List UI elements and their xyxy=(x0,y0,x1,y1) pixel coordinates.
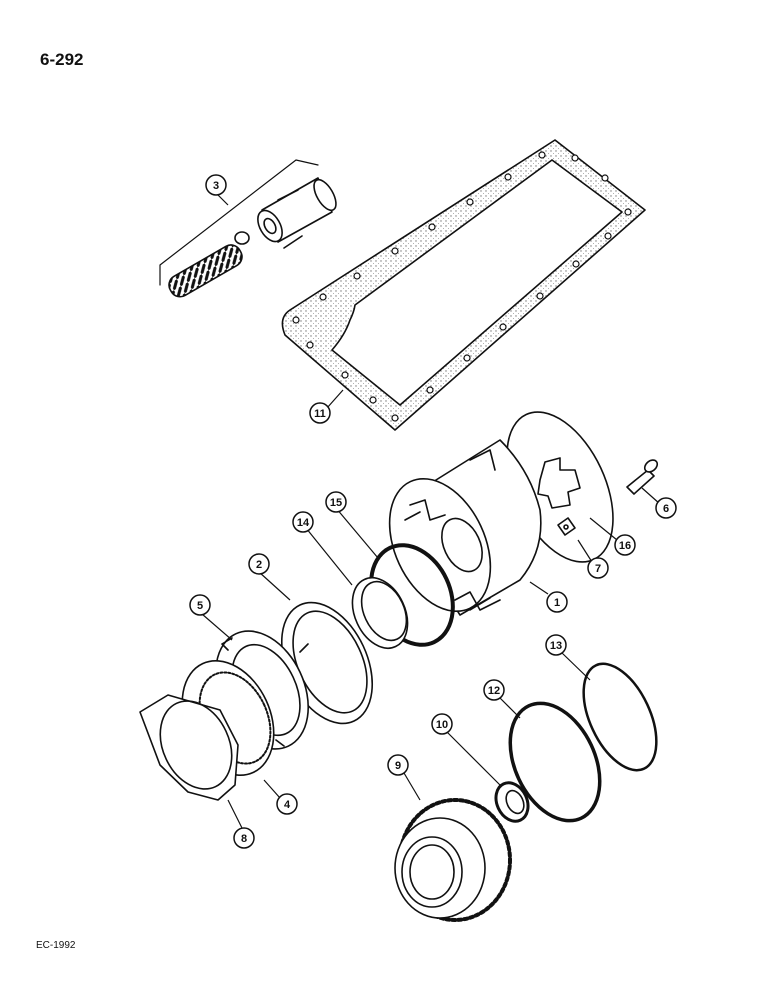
lock-plate xyxy=(557,517,576,536)
callout-10: 10 xyxy=(431,713,453,735)
bearing-bushing xyxy=(494,781,530,823)
svg-text:3: 3 xyxy=(213,180,219,192)
svg-text:12: 12 xyxy=(488,685,500,697)
svg-text:6: 6 xyxy=(663,503,669,515)
callout-11: 11 xyxy=(309,402,331,424)
callout-12: 12 xyxy=(483,679,505,701)
svg-text:13: 13 xyxy=(550,640,562,652)
relief-valve-assembly xyxy=(159,159,337,298)
svg-text:5: 5 xyxy=(197,600,203,612)
svg-text:11: 11 xyxy=(314,408,326,420)
callout-15: 15 xyxy=(325,491,347,513)
svg-text:16: 16 xyxy=(619,540,631,552)
callout-4: 4 xyxy=(276,793,298,815)
svg-text:10: 10 xyxy=(436,719,448,731)
spring xyxy=(168,244,243,298)
pressure-plate xyxy=(139,694,239,801)
svg-text:7: 7 xyxy=(595,563,601,575)
o-ring xyxy=(234,231,250,245)
bolt xyxy=(626,459,659,495)
seal-ring-12 xyxy=(508,701,602,823)
callout-8: 8 xyxy=(233,827,255,849)
callout-3: 3 xyxy=(205,174,227,196)
page-number: 6-292 xyxy=(40,50,84,69)
bracket-line xyxy=(159,159,319,286)
svg-text:9: 9 xyxy=(395,760,401,772)
svg-text:1: 1 xyxy=(554,597,560,609)
callout-2: 2 xyxy=(248,553,270,575)
footer-code: EC-1992 xyxy=(36,940,76,951)
seal-ring-13 xyxy=(582,662,658,772)
callout-1: 1 xyxy=(546,591,568,613)
callout-7: 7 xyxy=(587,557,609,579)
clutch-housing xyxy=(388,439,542,616)
callout-13: 13 xyxy=(545,634,567,656)
svg-text:2: 2 xyxy=(256,559,262,571)
svg-text:14: 14 xyxy=(297,517,310,529)
svg-text:15: 15 xyxy=(330,497,342,509)
callout-6: 6 xyxy=(655,497,677,519)
callouts: 3 11 15 14 2 5 1 7 xyxy=(189,174,677,849)
callout-14: 14 xyxy=(292,511,314,533)
valve-body xyxy=(257,177,337,249)
leader-lines xyxy=(201,194,661,831)
callout-5: 5 xyxy=(189,594,211,616)
gear xyxy=(394,798,512,922)
piston-ring-14 xyxy=(351,577,409,649)
svg-text:4: 4 xyxy=(284,799,291,811)
gasket xyxy=(281,139,646,431)
callout-16: 16 xyxy=(614,534,636,556)
callout-9: 9 xyxy=(387,754,409,776)
gasket-bolt-holes xyxy=(292,151,632,422)
svg-text:8: 8 xyxy=(241,833,247,845)
